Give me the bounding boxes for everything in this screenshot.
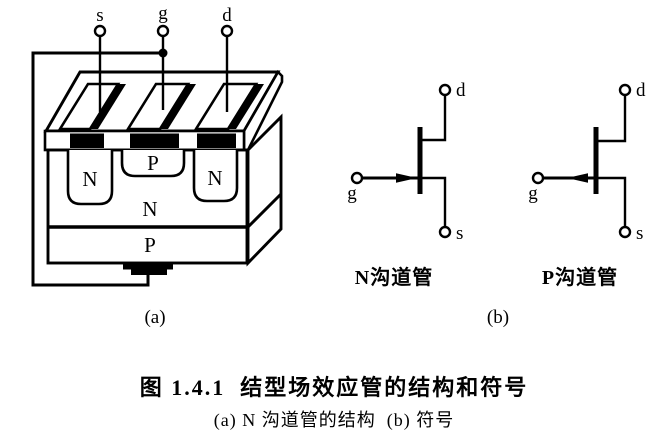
- gate-p-well-label: P: [147, 151, 159, 175]
- gate-terminal-circle: [156, 24, 170, 38]
- n-gate-label: g: [347, 183, 357, 204]
- n-gate-arrow-right-icon: [396, 173, 417, 183]
- p-drain-label: d: [636, 80, 646, 101]
- source-terminal-circle: [93, 24, 107, 38]
- channel-n-label: N: [142, 197, 157, 221]
- gate-p-well: [120, 150, 186, 178]
- drain-n-well-label: N: [207, 166, 222, 190]
- gate-substrate-wire: [31, 51, 163, 287]
- n-source-label: s: [456, 223, 463, 244]
- gate-electrode-block: [130, 133, 179, 148]
- source-n-well: [66, 150, 114, 206]
- p-source-lead: [596, 176, 627, 227]
- jfet-symbol-p-channel: d s g P沟道管: [528, 80, 646, 289]
- p-drain-terminal-circle: [618, 83, 632, 97]
- n-drain-label: d: [456, 80, 466, 101]
- drain-pad-side: [228, 84, 264, 129]
- figure-canvas: N P N N P s g d (a): [31, 3, 646, 328]
- p-gate-label: g: [528, 183, 538, 204]
- source-pad-side: [90, 84, 126, 129]
- panel-a-label: (a): [144, 307, 165, 328]
- n-channel-caption: N沟道管: [355, 265, 433, 289]
- p-channel-caption: P沟道管: [542, 265, 618, 289]
- p-gate-terminal-circle: [531, 171, 545, 185]
- figure-caption-subtitle: (a) N 沟道管的结构 (b) 符号: [213, 410, 455, 430]
- drain-electrode-block: [197, 133, 236, 148]
- substrate-electrode-upper: [123, 263, 173, 270]
- gate-terminal-label: g: [158, 3, 168, 24]
- p-source-terminal-circle: [618, 225, 632, 239]
- p-gate-arrow-left-icon: [567, 173, 588, 183]
- substrate-p-label: P: [144, 233, 156, 257]
- figure-caption-title: 图 1.4.1 结型场效应管的结构和符号: [139, 375, 529, 400]
- jfet-symbol-n-channel: d s g N沟道管: [347, 80, 466, 289]
- n-drain-terminal-circle: [438, 83, 452, 97]
- p-source-label: s: [636, 223, 643, 244]
- substrate-electrode-lower: [131, 269, 167, 275]
- source-terminal-label: s: [96, 5, 103, 26]
- n-gate-terminal-circle: [350, 171, 364, 185]
- n-source-lead: [420, 176, 447, 227]
- gate-pad-side: [160, 84, 196, 129]
- jfet-structure-diagram: N P N N P s g d (a): [31, 3, 284, 328]
- drain-terminal-label: d: [222, 5, 232, 26]
- source-n-well-label: N: [82, 167, 97, 191]
- drain-n-well: [192, 150, 239, 203]
- n-drain-lead: [420, 95, 447, 142]
- source-electrode-block: [70, 133, 104, 148]
- drain-terminal-circle: [220, 24, 234, 38]
- np-junction-line-side: [246, 192, 283, 229]
- n-source-terminal-circle: [438, 225, 452, 239]
- panel-b-label: (b): [487, 307, 509, 328]
- p-drain-lead: [596, 95, 627, 143]
